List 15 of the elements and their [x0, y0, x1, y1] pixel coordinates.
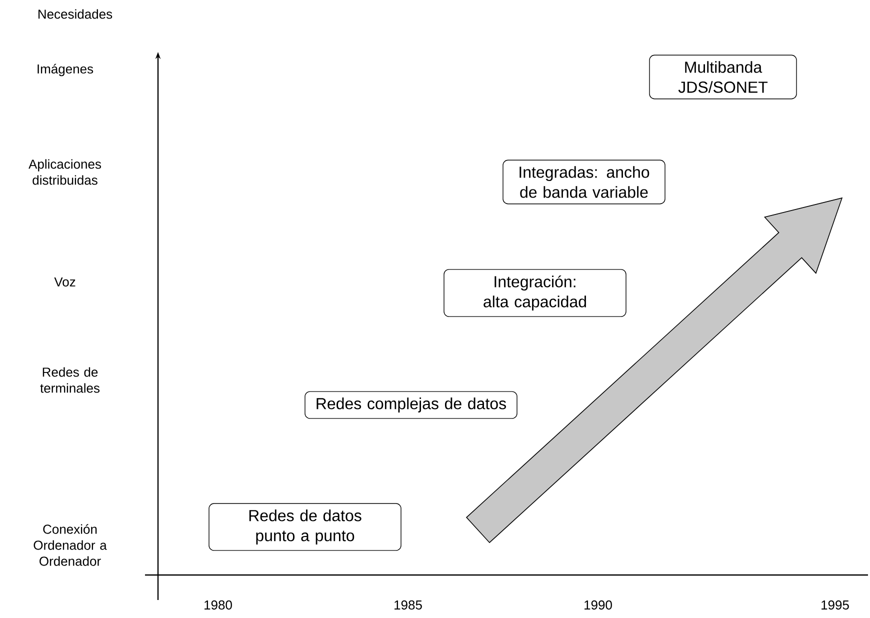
stage-box: Redes de datos punto a punto: [208, 503, 402, 551]
category-label: Redes de terminales: [40, 367, 100, 393]
stage-box: Redes complejas de datos: [304, 391, 518, 419]
category-label: Imágenes: [38, 64, 94, 76]
year-label: 1995: [822, 600, 849, 610]
category-label: Voz: [54, 277, 76, 287]
stage-box: Integración: alta capacidad: [444, 269, 626, 317]
category-label: Conexión Ordenador a Ordenador: [34, 524, 107, 566]
category-label: Aplicaciones distribuidas: [28, 159, 102, 185]
axis-title: Necesidades: [38, 9, 112, 19]
stage-box: Integradas: ancho de banda variable: [502, 160, 666, 204]
year-label: 1980: [204, 600, 232, 610]
year-label: 1985: [394, 600, 422, 610]
stage-box: Multibanda JDS/SONET: [649, 54, 797, 100]
year-label: 1990: [584, 600, 612, 610]
